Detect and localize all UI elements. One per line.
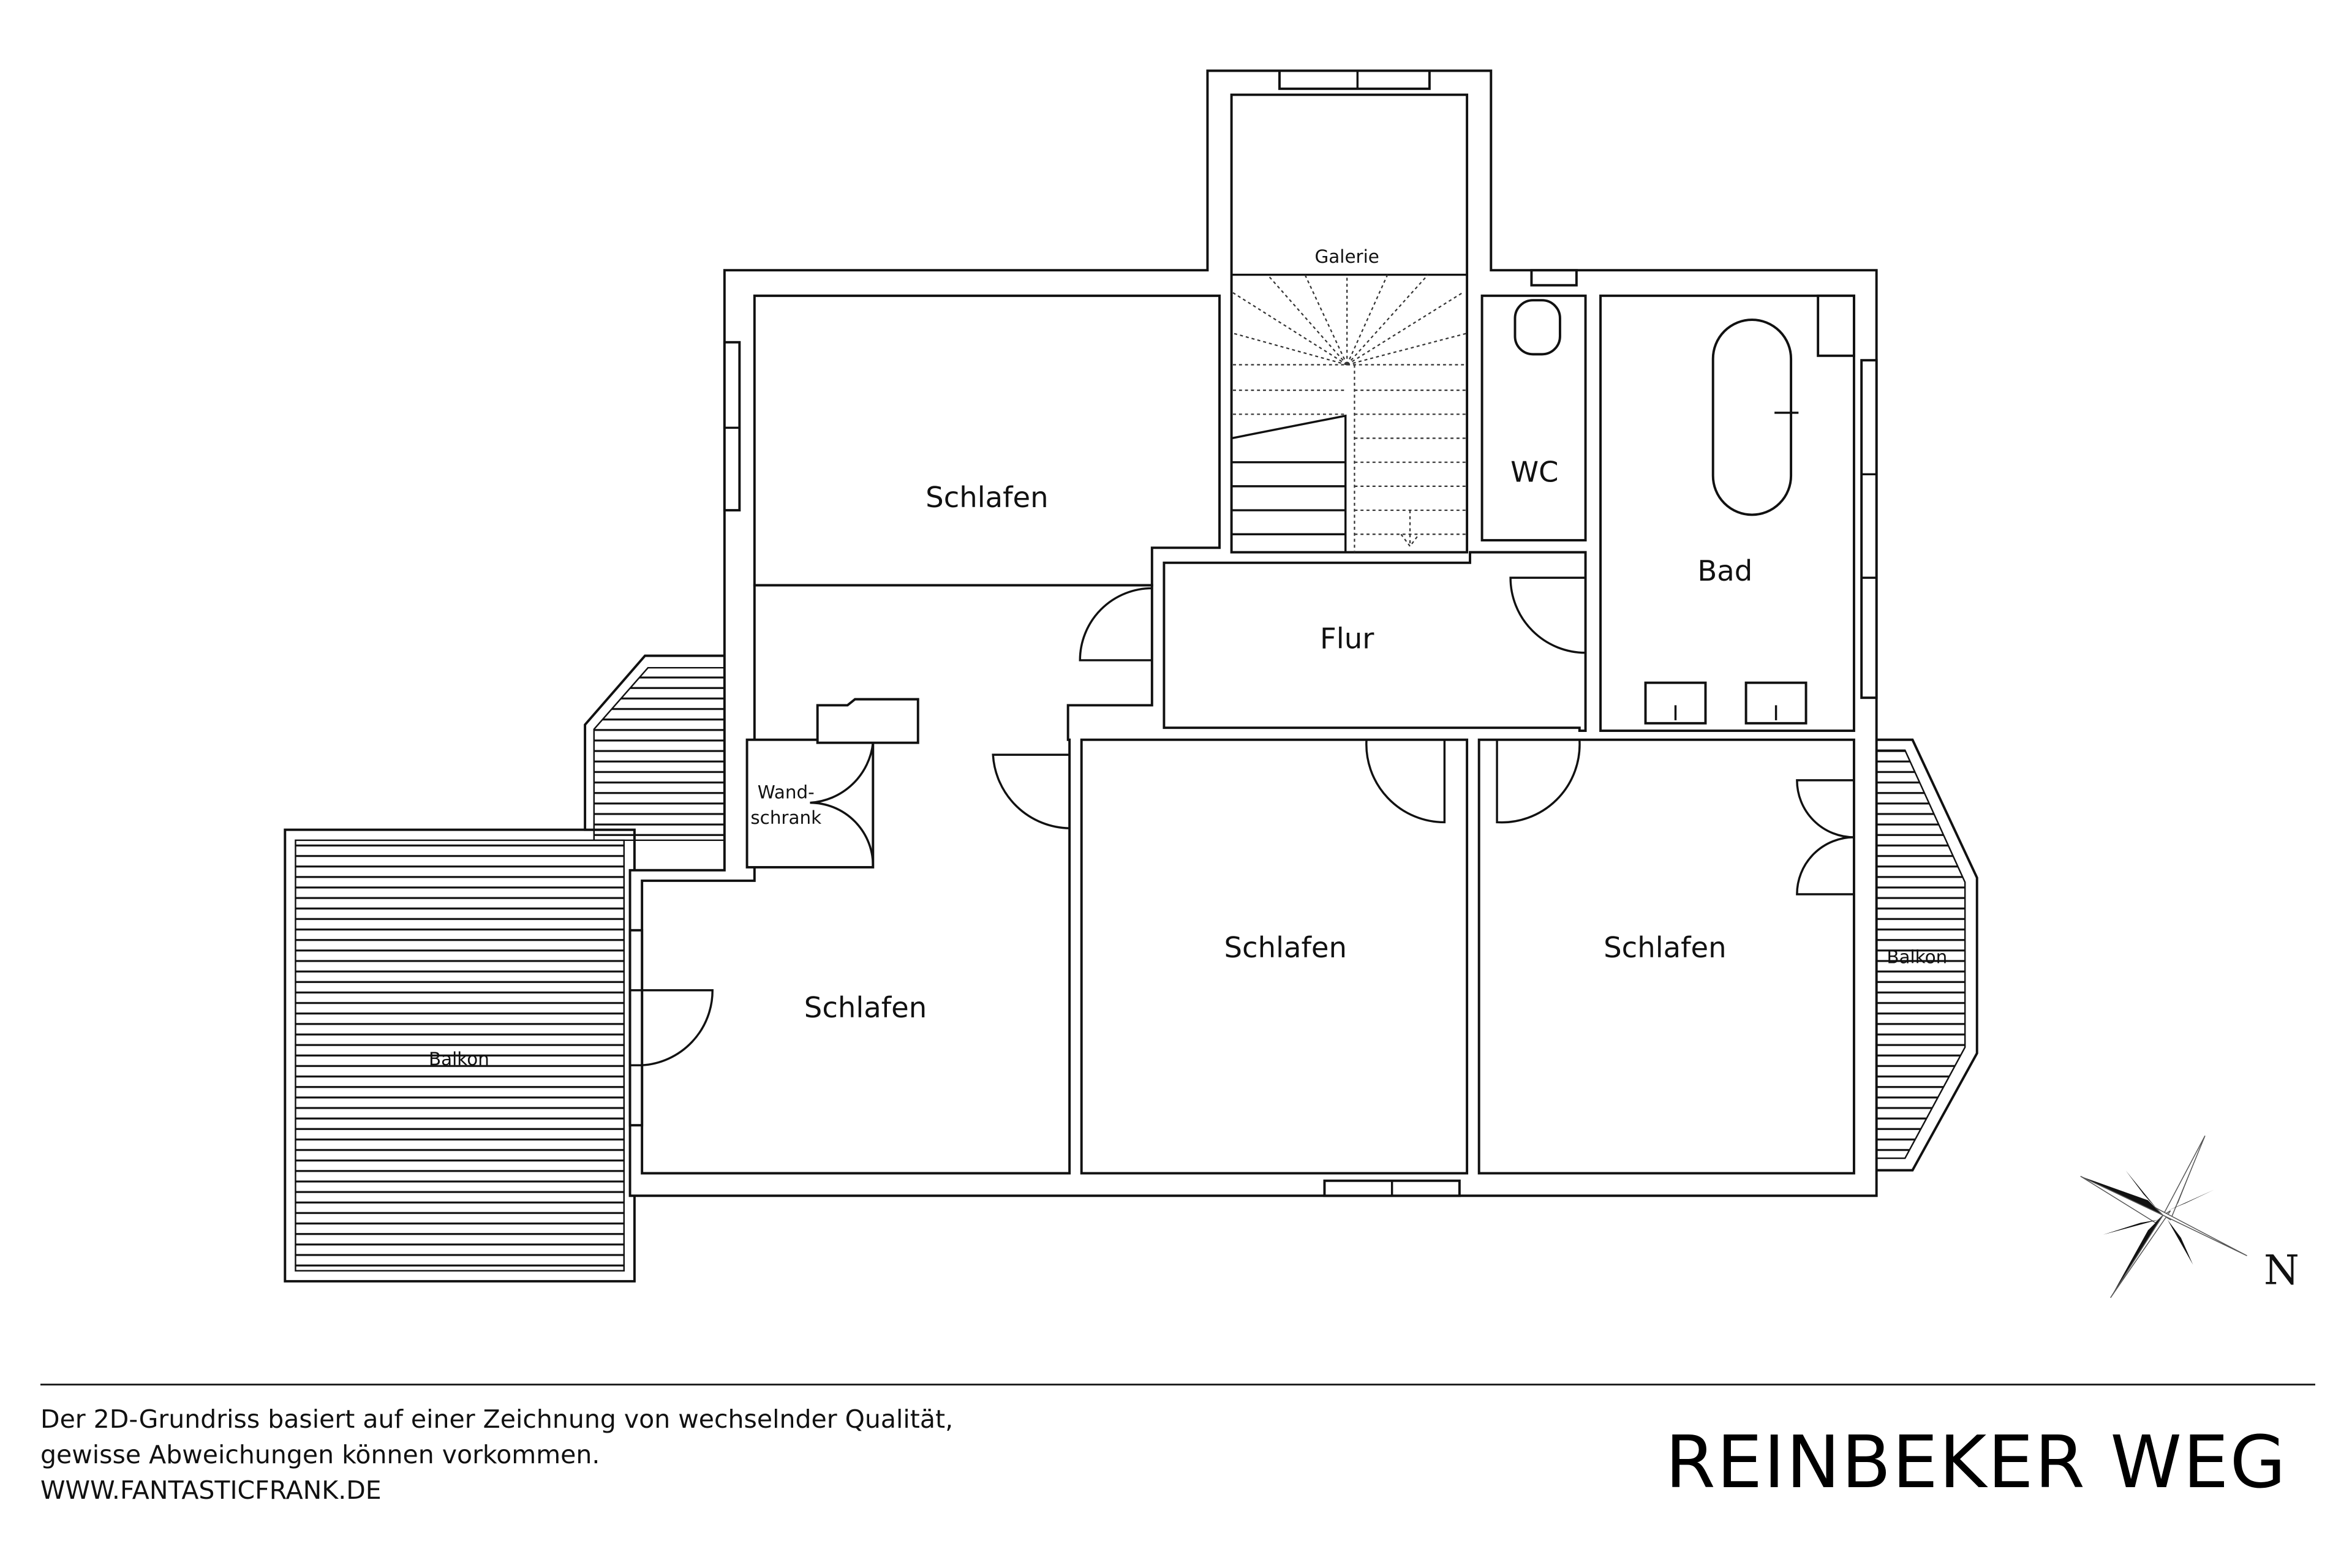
label-balkon-right: Balkon [1887,947,1947,968]
room-wc [1480,294,1587,541]
wandschrank [745,738,875,869]
footer-divider [40,1384,2315,1385]
label-schlafen-middle: Schlafen [1224,931,1348,964]
room-flur [1163,551,1587,733]
room-stair [1230,93,1469,554]
balcony-right [1858,738,1978,1172]
label-schlafen-top-left: Schlafen [925,481,1049,514]
windows [628,69,1878,1197]
room-schlafen-bottom-left [641,584,1153,1175]
label-flur: Flur [1320,622,1374,655]
label-schlafen-right: Schlafen [1604,931,1727,964]
disclaimer-line-1: Der 2D-Grundriss basiert auf einer Zeich… [40,1404,954,1434]
website-link[interactable]: WWW.FANTASTICFRANK.DE [40,1476,382,1505]
label-galerie: Galerie [1315,246,1379,267]
room-schlafen-top-left [753,294,1221,587]
label-balkon-left: Balkon [429,1049,489,1069]
room-schlafen-middle [1080,738,1469,1175]
doors [642,576,1854,1066]
label-bad: Bad [1697,554,1752,587]
label-wc: WC [1510,456,1558,489]
label-wandschrank-1: Wand- [758,782,815,802]
property-title: REINBEKER WEG [1665,1420,2287,1504]
balcony-left [284,654,736,1283]
compass-north-label: N [2264,1247,2299,1294]
bathroom-fixtures [1513,294,1855,725]
chimney [816,698,919,744]
label-schlafen-bottom-left: Schlafen [804,991,927,1024]
compass-rose-icon [2080,1135,2247,1298]
label-wandschrank-2: schrank [750,807,821,828]
footer-disclaimer: Der 2D-Grundriss basiert auf einer Zeich… [40,1401,953,1508]
disclaimer-line-2: gewisse Abweichungen können vorkommen. [40,1440,600,1469]
